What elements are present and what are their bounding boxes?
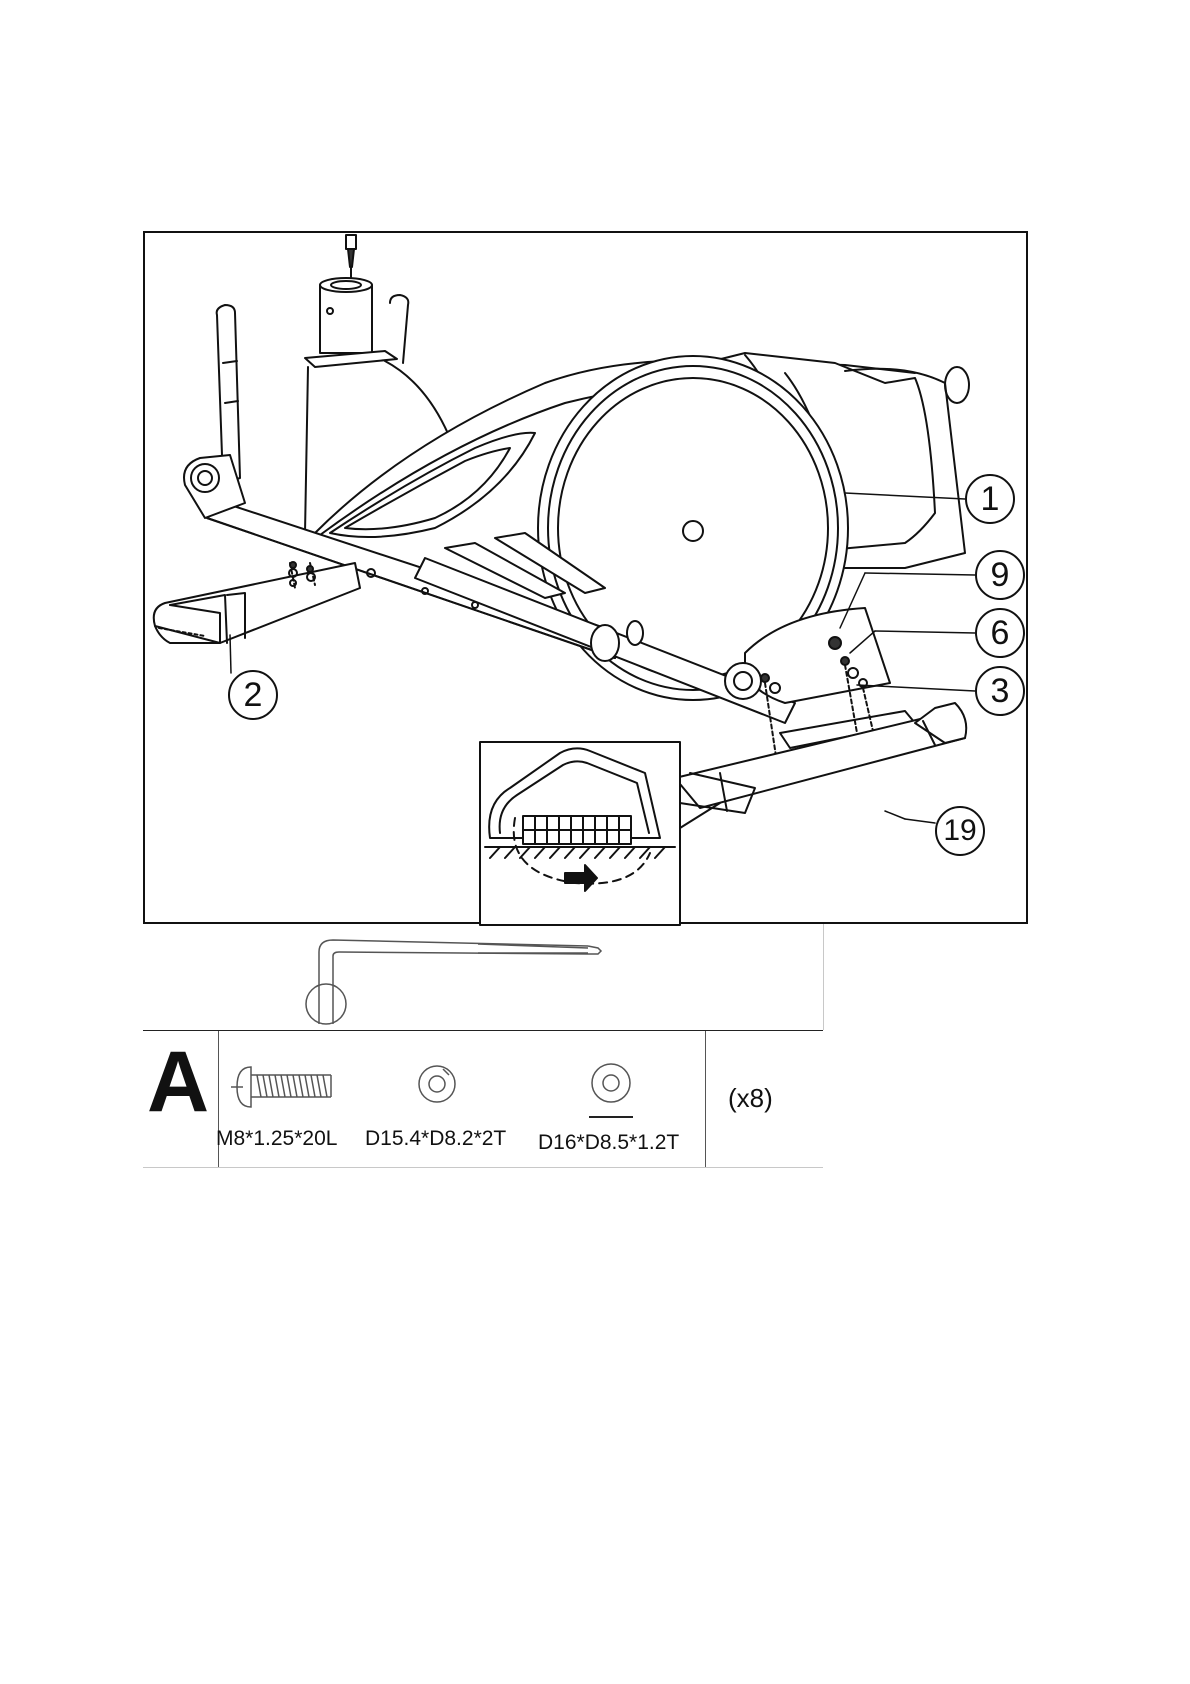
handlebars (217, 295, 409, 483)
hardware-icons (223, 1047, 703, 1127)
allen-key-icon (143, 924, 823, 1030)
spring-washer-spec-label: D15.4*D8.2*2T (365, 1127, 506, 1151)
flat-washer-spec-label: D16*D8.5*1.2T (538, 1131, 679, 1155)
quantity-label: (x8) (728, 1083, 773, 1114)
callout-part-19: 19 (935, 806, 985, 856)
callout-part-6: 6 (975, 608, 1025, 658)
flat-washer-icon (589, 1064, 633, 1117)
callout-part-2: 2 (228, 670, 278, 720)
column-divider (705, 1031, 706, 1167)
callout-part-3: 3 (975, 666, 1025, 716)
hardware-pack-letter: A (147, 1039, 209, 1125)
front-stabilizer (154, 562, 360, 643)
callout-part-9: 9 (975, 550, 1025, 600)
bolt-icon (231, 1067, 331, 1107)
elliptical-trainer-drawing (145, 233, 1030, 926)
assembly-diagram: 1 9 6 3 2 19 (143, 231, 1028, 924)
tool-strip (143, 924, 824, 1030)
spring-washer-icon (419, 1066, 455, 1102)
callout-part-1: 1 (965, 474, 1015, 524)
bolt-spec-label: M8*1.25*20L (216, 1127, 337, 1151)
screwdriver-icon (346, 235, 356, 279)
rear-stabilizer (672, 703, 966, 813)
detail-inset (480, 742, 720, 925)
hardware-table: A M8*1.25*20L D15.4*D8.2*2T D16*D8.5*1.2… (143, 1030, 823, 1168)
